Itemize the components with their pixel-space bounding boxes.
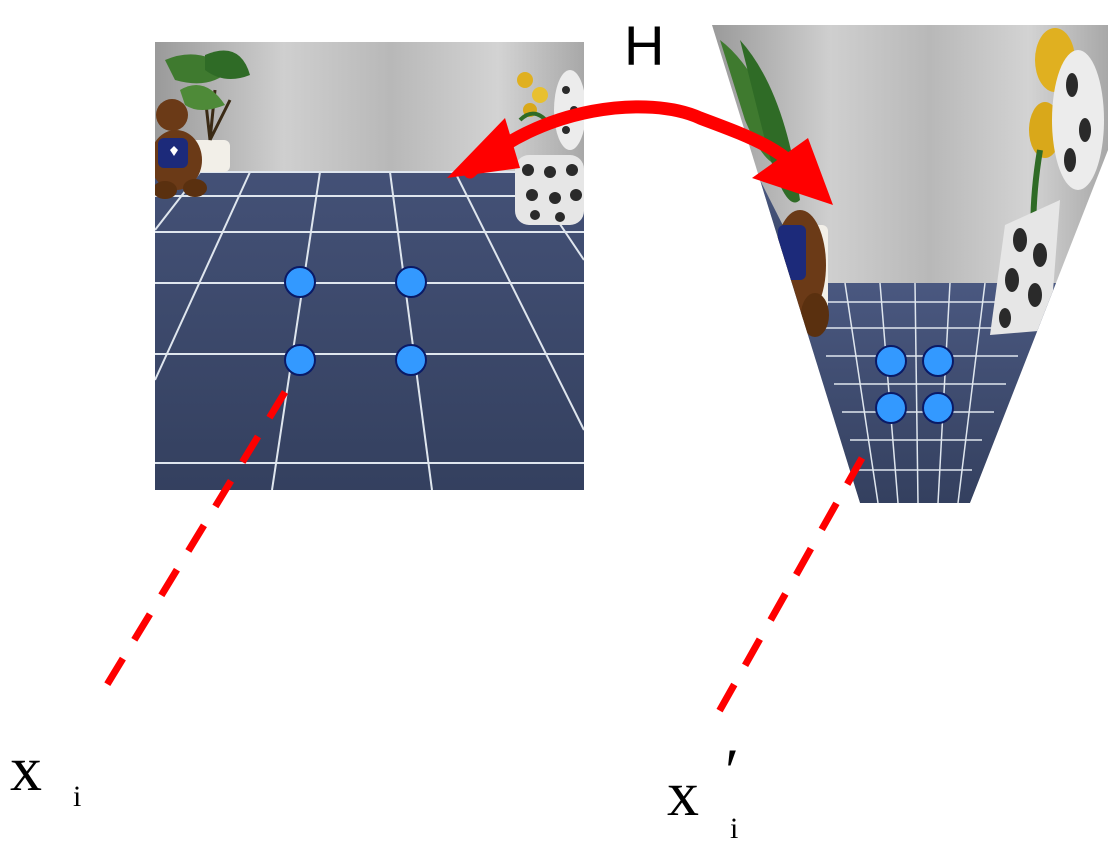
warped-projection-line: [708, 456, 866, 726]
target-point-prime: ′: [725, 735, 739, 806]
source-point-base: x: [10, 733, 42, 804]
keypoint: [922, 345, 954, 377]
arrow-head-right: [752, 138, 833, 205]
warped-keypoints: [875, 345, 954, 424]
arrow-head-left: [447, 118, 520, 178]
target-point-label: x ′ i: [667, 735, 739, 844]
source-point-label: x i: [10, 733, 81, 813]
source-projection-line: [102, 390, 288, 690]
keypoint: [875, 345, 907, 377]
keypoint: [284, 344, 316, 376]
homography-label: H: [624, 14, 664, 77]
keypoint: [875, 392, 907, 424]
homography-arrow: [447, 100, 833, 205]
source-keypoints: [284, 266, 427, 376]
teddy-bear: [155, 99, 207, 199]
warped-floor-grid: [812, 282, 1040, 503]
target-point-base: x: [667, 758, 699, 829]
potted-plant: [165, 50, 250, 172]
keypoint: [395, 266, 427, 298]
keypoint: [395, 344, 427, 376]
keypoint: [284, 266, 316, 298]
floor-grid: [155, 171, 584, 490]
source-point-subscript: i: [73, 780, 81, 813]
keypoint: [922, 392, 954, 424]
flower-vase: [515, 70, 584, 225]
warped-flower-vase: [990, 28, 1104, 335]
source-image: [155, 42, 584, 490]
target-point-subscript: i: [730, 812, 738, 844]
warped-image: [712, 25, 1108, 503]
